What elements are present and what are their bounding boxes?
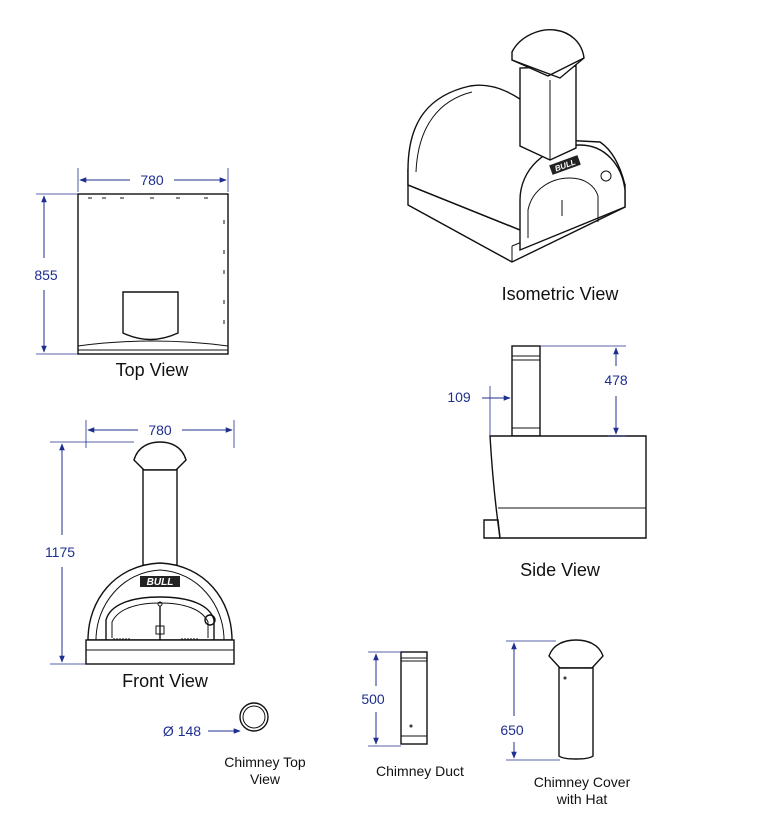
chimney-duct-label: Chimney Duct — [376, 763, 464, 779]
svg-text:BULL: BULL — [147, 577, 174, 588]
isometric-view-label: Isometric View — [502, 284, 620, 304]
isometric-chimney-duct — [519, 65, 577, 161]
side-view: 478 109 Side View — [447, 345, 647, 580]
chimney-cover-label-line2: with Hat — [556, 791, 608, 807]
side-view-oven-body — [489, 435, 647, 539]
top-view-width-dimension: 780 — [140, 172, 164, 188]
top-view: 780 855 Top View — [34, 168, 229, 380]
front-view-chimney-hat — [133, 441, 187, 471]
chimney-cover-height-dimension: 650 — [500, 722, 524, 738]
front-view-base — [85, 639, 235, 665]
front-view-logo: BULL — [140, 576, 180, 588]
chimney-top-diameter-dimension: Ø 148 — [163, 723, 201, 739]
front-view: 780 1175 BULL — [45, 420, 235, 691]
top-view-chimney-outline — [122, 291, 179, 341]
chimney-duct-view: 500 Chimney Duct — [361, 651, 464, 779]
chimney-cover-label-line1: Chimney Cover — [534, 774, 631, 790]
chimney-duct-height-dimension: 500 — [361, 691, 385, 707]
front-view-label: Front View — [122, 671, 209, 691]
chimney-cover-hat — [548, 639, 604, 669]
front-view-width-dimension: 780 — [148, 422, 172, 438]
isometric-view: BULL Isometric View — [407, 29, 626, 304]
side-view-offset-dimension: 109 — [447, 389, 471, 405]
front-view-oven-door — [105, 596, 215, 640]
top-view-label: Top View — [116, 360, 190, 380]
chimney-top-view: Ø 148 Chimney Top View — [163, 702, 306, 787]
chimney-cover-body — [558, 667, 594, 760]
top-view-depth-dimension: 855 — [34, 267, 58, 283]
front-view-height-dimension: 1175 — [45, 544, 75, 560]
chimney-top-label-line2: View — [250, 771, 281, 787]
side-view-chimney-dimension: 478 — [604, 372, 628, 388]
chimney-top-label-line1: Chimney Top — [224, 754, 306, 770]
chimney-cover-view: 650 Chimney Cover with Hat — [500, 639, 631, 807]
top-view-oven-body — [77, 193, 229, 355]
front-view-chimney-duct — [142, 469, 178, 566]
side-view-label: Side View — [520, 560, 601, 580]
chimney-top-outer-circle — [239, 702, 269, 732]
chimney-duct-body — [400, 651, 428, 745]
isometric-front-arch — [519, 144, 626, 252]
isometric-chimney-hat — [511, 29, 585, 79]
